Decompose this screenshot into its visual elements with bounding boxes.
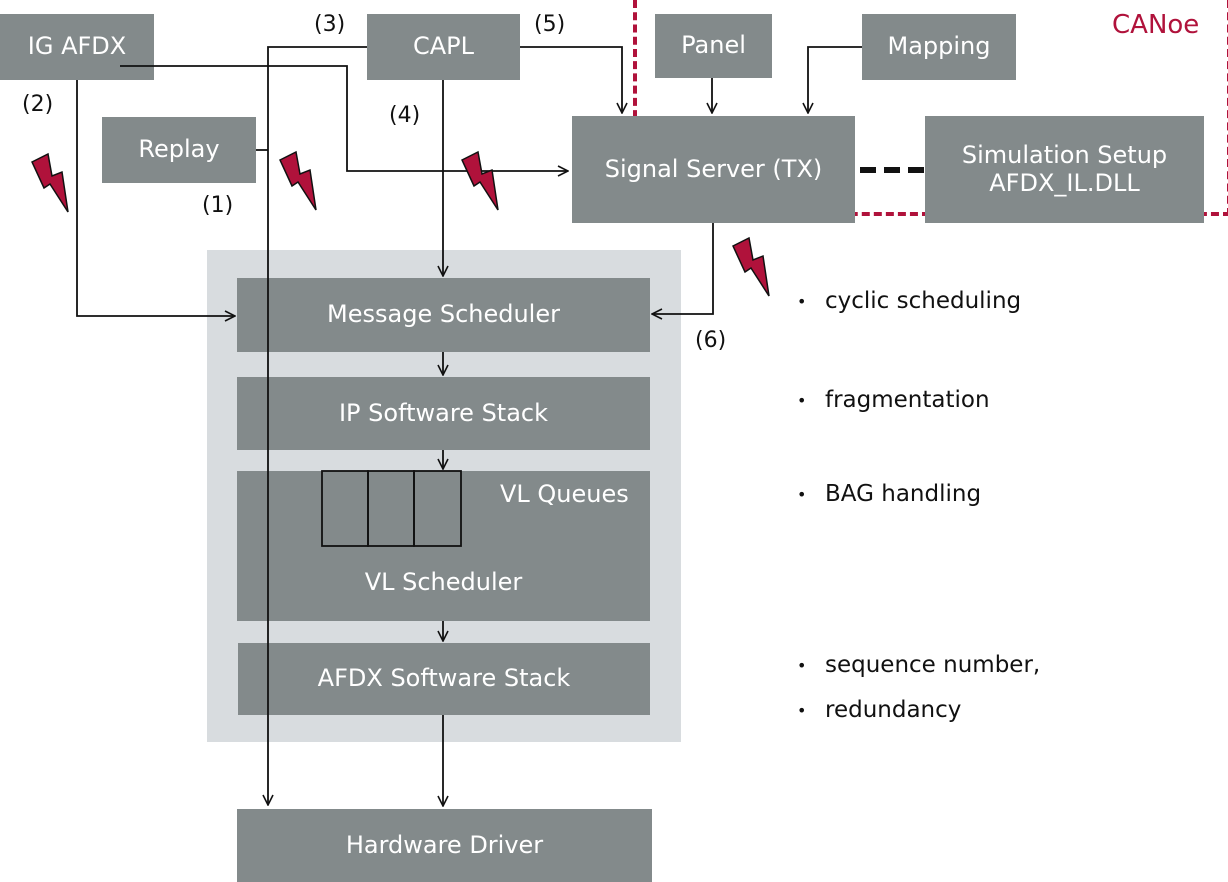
panel-box[interactable]: Panel — [655, 14, 772, 78]
vl-queue-cell-1 — [321, 470, 369, 547]
signal-server-box[interactable]: Signal Server (TX) — [572, 116, 855, 223]
bullet-dot: • — [797, 485, 807, 504]
hardware-driver-box[interactable]: Hardware Driver — [237, 809, 652, 882]
simulation-setup-dll: AFDX_IL.DLL — [989, 168, 1140, 197]
path-label-5: (5) — [534, 12, 566, 37]
path-label-2: (2) — [22, 92, 54, 117]
arrow-mapping-to-signal-server — [808, 46, 862, 113]
arrow-ig-afdx-to-message-scheduler — [76, 80, 235, 316]
vl-queues-label: VL Queues — [500, 480, 629, 508]
replay-box[interactable]: Replay — [102, 117, 256, 183]
path-label-6: (6) — [695, 328, 727, 353]
note-bag-handling: •BAG handling — [797, 481, 982, 507]
path-label-1: (1) — [202, 193, 234, 218]
bullet-dot: • — [797, 656, 807, 675]
note-cyclic-scheduling: •cyclic scheduling — [797, 288, 1022, 314]
lightning-icon — [461, 151, 499, 211]
afdx-software-stack-box[interactable]: AFDX Software Stack — [238, 643, 650, 715]
canoe-label: CANoe — [1112, 10, 1200, 40]
arrow-capl-to-signal-server — [520, 46, 622, 113]
path-label-4: (4) — [389, 103, 421, 128]
simulation-setup-box[interactable]: Simulation Setup AFDX_IL.DLL — [925, 116, 1204, 223]
note-redundancy: •redundancy — [797, 697, 962, 723]
mapping-box[interactable]: Mapping — [862, 14, 1016, 80]
lightning-icon — [279, 151, 317, 211]
ip-software-stack-box[interactable]: IP Software Stack — [237, 377, 650, 450]
lightning-icon — [732, 237, 770, 297]
note-sequence-number: •sequence number, — [797, 652, 1041, 678]
arrow-ig-afdx-to-signal-server — [120, 65, 568, 171]
lightning-icon — [31, 153, 69, 213]
vl-queue-cells — [321, 470, 462, 547]
path-label-3: (3) — [314, 12, 346, 37]
arrow-capl-to-hardware-driver — [268, 46, 367, 805]
bullet-dot: • — [797, 391, 807, 410]
message-scheduler-box[interactable]: Message Scheduler — [237, 278, 650, 352]
vl-scheduler-label: VL Scheduler — [364, 568, 523, 596]
arrow-signal-server-to-message-scheduler — [652, 223, 714, 314]
vl-queue-cell-2 — [367, 470, 415, 547]
capl-box[interactable]: CAPL — [367, 14, 520, 80]
vl-queue-cell-3 — [413, 470, 462, 547]
bullet-dot: • — [797, 292, 807, 311]
ig-afdx-box[interactable]: IG AFDX — [0, 14, 154, 80]
note-fragmentation: •fragmentation — [797, 387, 990, 413]
bullet-dot: • — [797, 701, 807, 720]
simulation-setup-title: Simulation Setup — [961, 140, 1168, 169]
